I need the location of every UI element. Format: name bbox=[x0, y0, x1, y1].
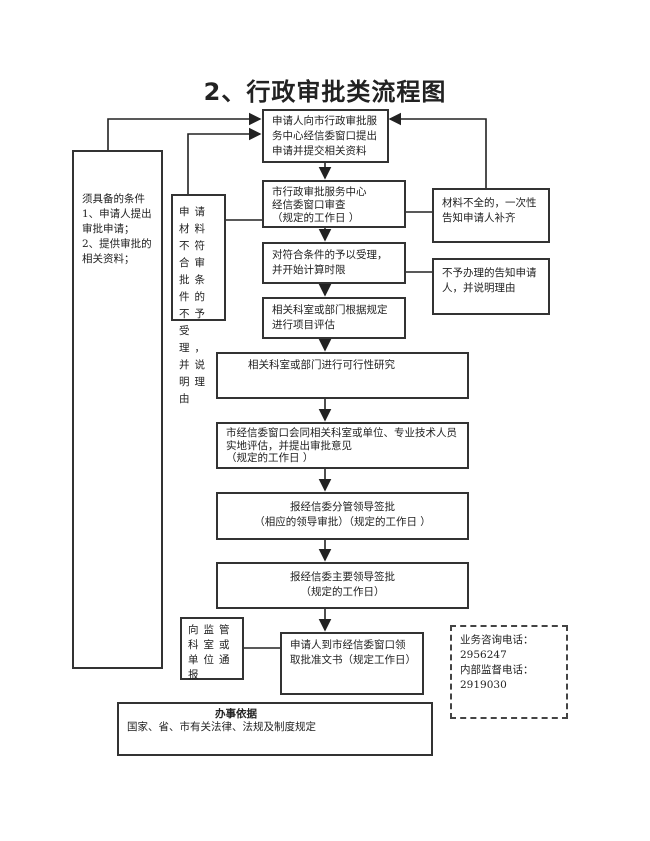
step-apply: 申请人向市行政审批服务中心经信委窗口提出申请并提交相关资料 bbox=[262, 109, 389, 163]
supervise-label: 内部监督电话： bbox=[460, 664, 534, 676]
notify-box: 向监管科室或单位通报 bbox=[180, 617, 244, 681]
basis-heading: 办事依据 bbox=[215, 708, 257, 720]
arrow-conditions-to-apply bbox=[107, 112, 262, 150]
conditions-box: 须具备的条件 1、申请人提出审批申请； 2、提供审批的相关资料； bbox=[72, 150, 163, 669]
step-deputy-sign: 报经信委分管领导签批 （相应的领导审批）（规定的工作日 ） bbox=[216, 492, 469, 540]
step-evaluate: 相关科室或部门根据规定进行项目评估 bbox=[262, 297, 406, 339]
conditions-heading: 须具备的条件 bbox=[82, 193, 145, 205]
consult-phone: 2956247 bbox=[460, 649, 507, 661]
supervise-phone: 2919030 bbox=[460, 679, 507, 691]
basis-box: 办事依据 国家、省、市有关法律、法规及制度规定 bbox=[117, 702, 433, 756]
condition-item: 1、申请人提出审批申请； bbox=[82, 208, 152, 235]
not-handled-box: 不予办理的告知申请人，并说明理由 bbox=[432, 258, 550, 315]
step-feasibility: 相关科室或部门进行可行性研究 bbox=[216, 352, 469, 399]
condition-item: 2、提供审批的相关资料； bbox=[82, 238, 152, 265]
arrow-reject-to-apply bbox=[187, 127, 262, 194]
incomplete-box: 材料不全的，一次性告知申请人补齐 bbox=[432, 188, 550, 243]
step-collect-document: 申请人到市经信委窗口领取批准文书（规定工作日） bbox=[280, 632, 424, 695]
consult-label: 业务咨询电话： bbox=[460, 634, 534, 646]
arrow-incomplete-to-apply bbox=[388, 112, 487, 188]
step-site-evaluation: 市经信委窗口会同相关科室或单位、专业技术人员实地评估，并提出审批意见 （规定的工… bbox=[216, 422, 469, 469]
step-director-sign: 报经信委主要领导签批 （规定的工作日） bbox=[216, 562, 469, 609]
contact-box: 业务咨询电话： 2956247 内部监督电话： 2919030 bbox=[450, 625, 568, 719]
reject-box: 申请材料不符合审批条件的不予受理，并说明理由 bbox=[171, 194, 226, 405]
step-review: 市行政审批服务中心 经信委窗口审查 （规定的工作日 ） bbox=[262, 180, 406, 228]
step-accept: 对符合条件的予以受理，并开始计算时限 bbox=[262, 242, 406, 284]
page-title: 2、行政审批类流程图 bbox=[203, 78, 447, 106]
basis-text: 国家、省、市有关法律、法规及制度规定 bbox=[127, 721, 316, 733]
